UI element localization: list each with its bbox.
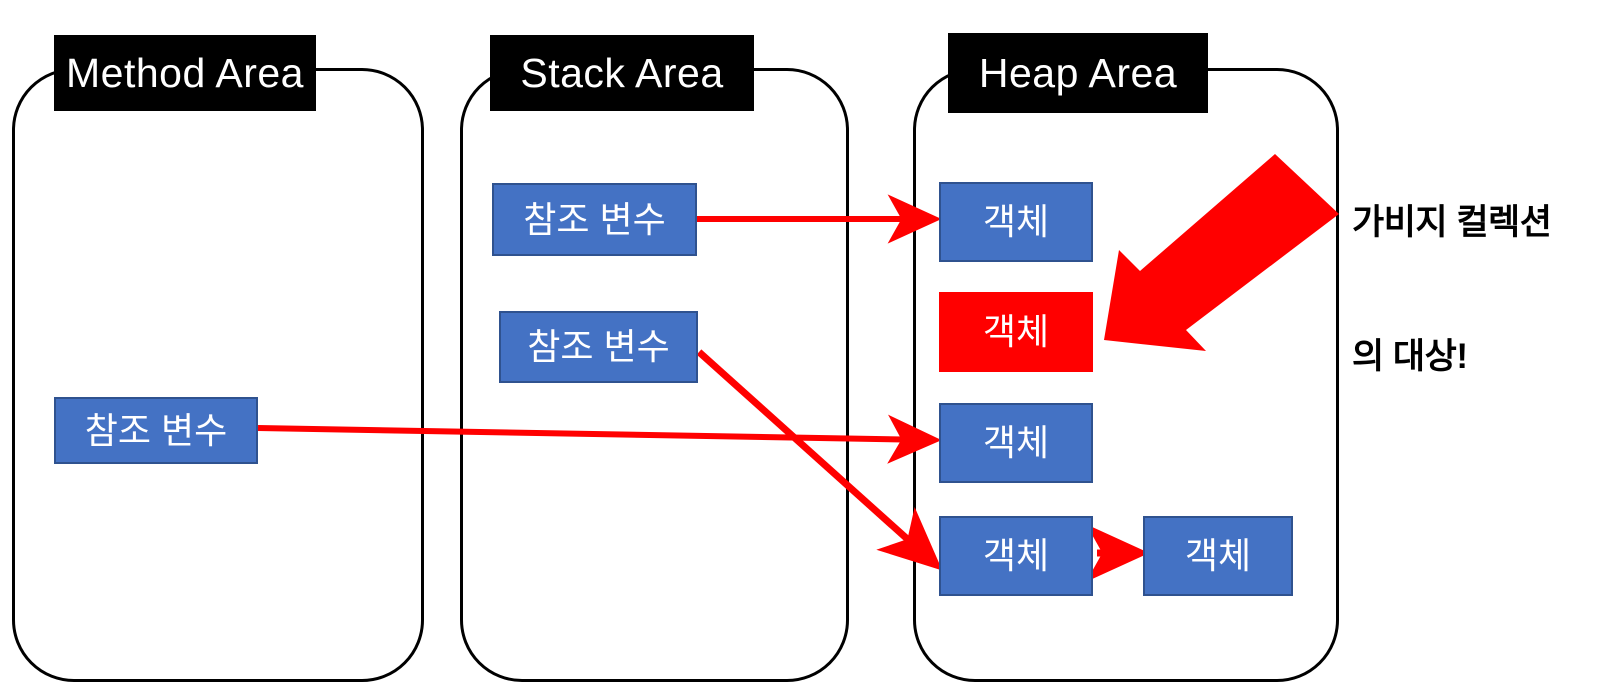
node-heap-object-5-label: 객체 bbox=[1184, 535, 1252, 576]
node-heap-object-3-label: 객체 bbox=[982, 422, 1050, 463]
region-title-method-area-label: Method Area bbox=[66, 49, 304, 96]
node-stack-ref-var-2-label: 참조 변수 bbox=[527, 326, 670, 367]
node-heap-object-1[interactable]: 객체 bbox=[939, 182, 1093, 262]
node-heap-object-2-label: 객체 bbox=[982, 311, 1050, 352]
node-heap-object-1-label: 객체 bbox=[982, 201, 1050, 242]
region-title-method-area: Method Area bbox=[54, 35, 316, 111]
node-heap-object-4[interactable]: 객체 bbox=[939, 516, 1093, 596]
region-title-heap-area: Heap Area bbox=[948, 33, 1208, 113]
node-stack-ref-var-2[interactable]: 참조 변수 bbox=[499, 311, 698, 383]
node-method-ref-var-label: 참조 변수 bbox=[84, 409, 228, 451]
node-stack-ref-var-1[interactable]: 참조 변수 bbox=[492, 183, 697, 256]
node-heap-object-3[interactable]: 객체 bbox=[939, 403, 1093, 483]
gc-callout-line-1: 가비지 컬렉션 bbox=[1352, 202, 1552, 242]
region-title-stack-area-label: Stack Area bbox=[520, 49, 724, 96]
region-title-stack-area: Stack Area bbox=[490, 35, 754, 111]
node-heap-object-4-label: 객체 bbox=[982, 535, 1050, 576]
gc-callout-line-2: 의 대상! bbox=[1352, 336, 1468, 376]
node-stack-ref-var-1-label: 참조 변수 bbox=[523, 198, 666, 240]
node-heap-object-5[interactable]: 객체 bbox=[1143, 516, 1293, 596]
region-title-heap-area-label: Heap Area bbox=[978, 49, 1178, 96]
node-heap-object-2[interactable]: 객체 bbox=[939, 292, 1093, 372]
gc-callout: 가비지 컬렉션 의 대상! bbox=[1352, 111, 1602, 469]
region-method-area bbox=[12, 68, 424, 682]
node-method-ref-var[interactable]: 참조 변수 bbox=[54, 397, 258, 464]
